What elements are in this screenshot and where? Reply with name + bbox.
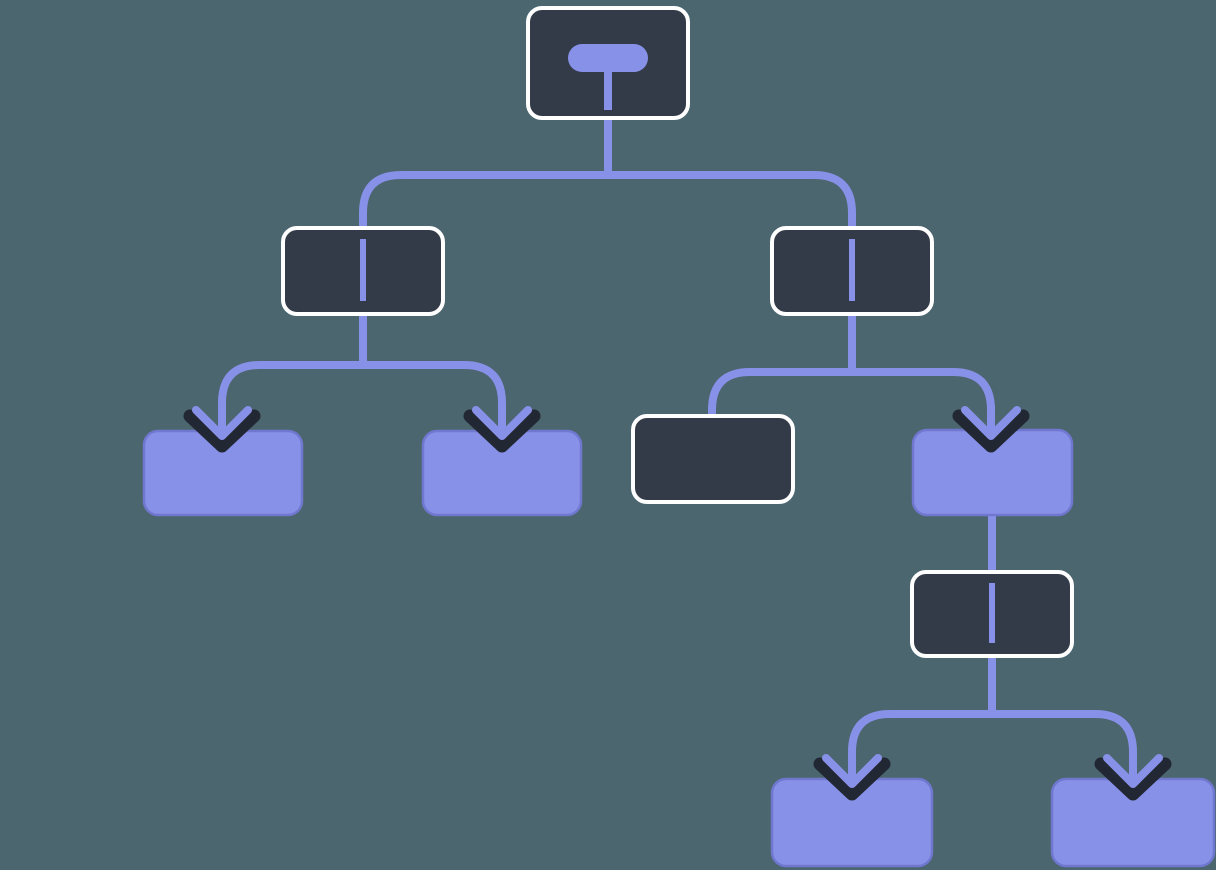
node-branch-bottom[interactable] [910,570,1074,658]
chevron-shadow-icon [952,409,1030,453]
connector-right-branch [708,368,995,420]
chevron-icon [1103,754,1163,788]
arrow-into-purple-child-chevron-down-icon [952,406,1030,453]
arrow-into-leaf-1-chevron-down-icon [183,406,261,453]
chevron-shadow-icon [463,409,541,453]
connector-bottom-branch [848,710,1137,760]
arrow-into-leaf-2-chevron-down-icon [463,406,541,453]
chevron-icon [472,406,532,440]
chevron-icon [822,754,882,788]
chevron-shadow-icon [183,409,261,453]
root-pill-stem-icon [604,70,612,110]
node-root[interactable] [526,6,690,120]
arrow-into-leaf-3-chevron-down-icon [813,754,891,801]
arrow-into-leaf-4-chevron-down-icon [1094,754,1172,801]
node-branch-left[interactable] [281,226,445,316]
chevron-icon [192,406,252,440]
node-branch-right[interactable] [770,226,934,316]
node-dark-child[interactable] [631,414,795,504]
connector-level1-branch [359,171,856,234]
chevron-icon [961,406,1021,440]
chevron-shadow-icon [1094,757,1172,801]
connector-left-branch [218,361,506,410]
root-pill-icon [568,44,648,72]
node-dark-child-body[interactable] [631,414,795,504]
chevron-shadow-icon [813,757,891,801]
